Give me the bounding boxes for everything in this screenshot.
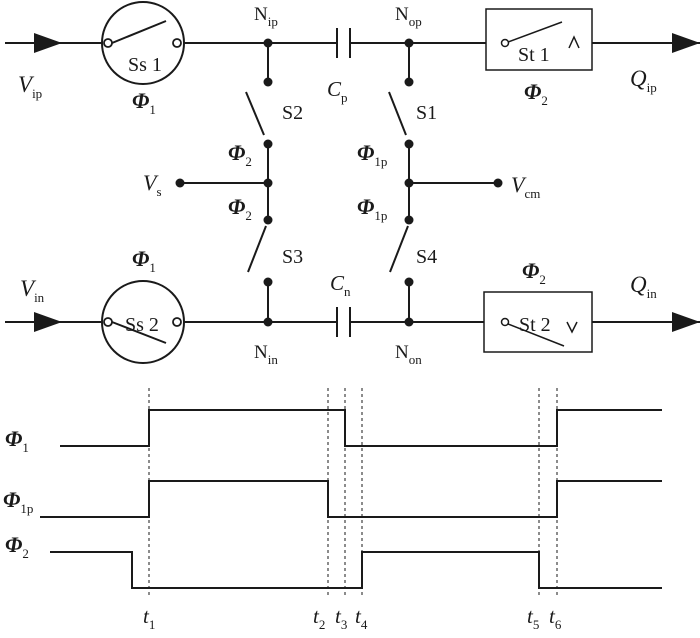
bottom-rail [5,312,700,332]
s4-phase-label: Φ1p [357,194,387,223]
phi1-wave-label: Φ1 [5,426,29,455]
track-switch-st2: St 2 [483,291,593,353]
t3-label: t3 [335,604,347,632]
right-switch-column [388,38,503,327]
top-rail [5,33,700,53]
phi2-wave-label: Φ2 [5,532,29,561]
node-nip-label: Nip [254,4,278,29]
st1-label: St 1 [518,44,550,66]
st1-phase-label: Φ2 [524,79,548,108]
phi1p-wave-label: Φ1p [3,487,33,516]
vs-label: Vs [143,170,162,199]
t4-label: t4 [355,604,368,632]
t6-label: t6 [549,604,562,632]
s3-phase-label: Φ2 [228,194,252,223]
sampling-switch-ss2: Ss 2 [101,280,185,364]
ss2-phase-label: Φ1 [132,246,156,275]
vip-label: Vip [18,72,42,101]
t5-label: t5 [527,604,539,632]
vin-label: Vin [20,276,45,305]
s2-label: S2 [282,102,303,124]
s1-phase-label: Φ1p [357,140,387,169]
s1-label: S1 [416,102,437,124]
s4-label: S4 [416,246,437,268]
qin-label: Qin [630,272,657,301]
phi1p-waveform [40,480,662,518]
t1-label: t1 [143,604,155,632]
phi1-waveform [60,409,662,447]
cp-label: Cp [327,77,348,105]
phi2-waveform [50,551,662,589]
left-switch-column [175,38,273,327]
t2-label: t2 [313,604,325,632]
node-nop-label: Nop [395,4,422,29]
ss2-label: Ss 2 [125,314,159,336]
vcm-label: Vcm [511,172,540,201]
node-nin-label: Nin [254,342,278,367]
ss1-label: Ss 1 [128,54,162,76]
time-markers [148,388,558,598]
st2-phase-label: Φ2 [522,258,546,287]
sampling-switch-ss1: Ss 1 [101,1,185,85]
track-switch-st1: St 1 [485,8,593,71]
s2-phase-label: Φ2 [228,140,252,169]
st2-label: St 2 [519,314,551,336]
cn-label: Cn [330,271,351,299]
capacitor-cp [336,28,351,58]
s3-label: S3 [282,246,303,268]
node-non-label: Non [395,342,422,367]
qip-label: Qip [630,66,657,95]
ss1-phase-label: Φ1 [132,88,156,117]
capacitor-cn [336,307,351,337]
